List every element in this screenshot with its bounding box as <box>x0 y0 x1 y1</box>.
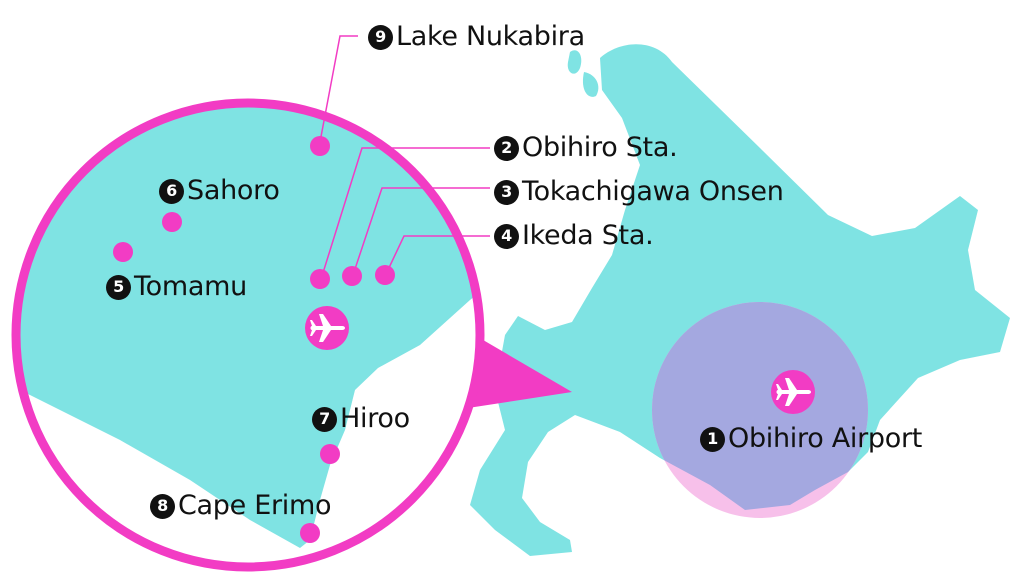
dot-cape-erimo <box>300 523 320 543</box>
number-badge: 1 <box>700 426 725 452</box>
rishiri-island <box>567 50 582 74</box>
label-tomamu: 5 Tomamu <box>106 272 247 302</box>
dot-tomamu <box>113 242 133 262</box>
number-badge: 5 <box>106 274 131 300</box>
location-name: Obihiro Sta. <box>522 132 678 163</box>
location-name: Cape Erimo <box>178 490 332 521</box>
airplane-icon <box>771 370 815 414</box>
location-name: Tomamu <box>134 271 247 302</box>
number-badge: 8 <box>150 493 175 519</box>
leader-line-obihiro-station <box>321 147 490 277</box>
location-name: Tokachigawa Onsen <box>522 176 784 207</box>
dot-obihiro-station <box>310 269 330 289</box>
dot-tokachigawa-onsen <box>342 266 362 286</box>
label-tokachigawa-onsen: 3 Tokachigawa Onsen <box>494 177 784 207</box>
zoom-circle-border <box>11 98 485 572</box>
hokkaido-island <box>470 44 1010 556</box>
number-badge: 3 <box>494 179 519 205</box>
dot-ikeda-station <box>375 265 395 285</box>
leader-line-tokachigawa-onsen <box>353 187 490 273</box>
rebun-island <box>582 72 599 97</box>
zoom-region-land <box>16 103 480 548</box>
location-name: Hiroo <box>340 403 410 434</box>
label-lake-nukabira: 9 Lake Nukabira <box>368 22 585 52</box>
label-hiroo: 7 Hiroo <box>312 404 410 434</box>
location-name: Ikeda Sta. <box>522 220 654 251</box>
label-sahoro: 6 Sahoro <box>159 176 280 206</box>
label-obihiro-airport: 1 Obihiro Airport <box>700 424 922 454</box>
number-badge: 6 <box>159 178 184 204</box>
number-badge: 7 <box>312 406 337 432</box>
leader-line-lake-nukabira <box>319 35 358 143</box>
label-ikeda-station: 4 Ikeda Sta. <box>494 220 654 251</box>
number-badge: 4 <box>494 223 519 249</box>
dot-sahoro <box>162 212 182 232</box>
dot-hiroo <box>320 444 340 464</box>
location-name: Sahoro <box>187 175 280 206</box>
location-name: Lake Nukabira <box>396 21 585 52</box>
number-badge: 9 <box>368 24 393 50</box>
label-cape-erimo: 8 Cape Erimo <box>150 490 332 521</box>
number-badge: 2 <box>494 135 519 161</box>
dot-lake-nukabira <box>310 136 330 156</box>
airplane-icon <box>305 306 349 350</box>
label-obihiro-station: 2 Obihiro Sta. <box>494 132 678 163</box>
location-name: Obihiro Airport <box>728 423 923 454</box>
leader-line-ikeda-station <box>386 235 490 273</box>
zoom-pointer <box>466 330 572 408</box>
